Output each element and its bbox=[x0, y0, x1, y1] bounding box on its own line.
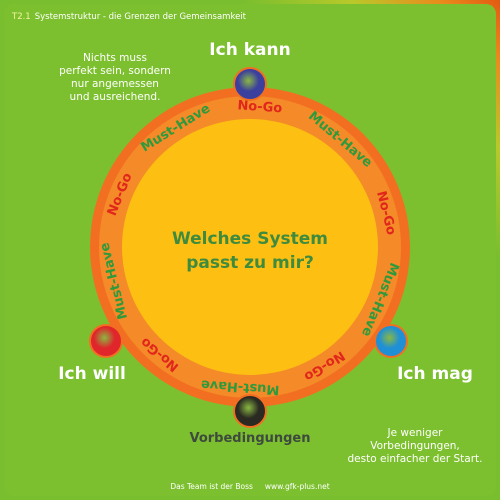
note-line: desto einfacher der Start. bbox=[347, 453, 483, 465]
node-left bbox=[89, 324, 123, 358]
note-top-left: Nichts muss perfekt sein, sondern nur an… bbox=[50, 52, 180, 104]
note-line: Je weniger bbox=[387, 427, 443, 439]
note-line: Nichts muss bbox=[83, 52, 147, 64]
node-bottom bbox=[233, 394, 267, 428]
label-ich-kann: Ich kann bbox=[209, 40, 291, 60]
note-line: nur angemessen bbox=[71, 78, 159, 90]
footer-right: www.gfk-plus.net bbox=[264, 482, 330, 491]
footer-left: Das Team ist der Boss bbox=[170, 482, 253, 491]
inner-disc bbox=[122, 119, 378, 375]
note-line: perfekt sein, sondern bbox=[59, 65, 171, 77]
ring-label-no-go: No-Go bbox=[237, 98, 283, 116]
header-title: Systemstruktur - die Grenzen der Gemeins… bbox=[34, 12, 247, 22]
label-ich-will: Ich will bbox=[58, 364, 126, 384]
page-footer: Das Team ist der Boss www.gfk-plus.net bbox=[0, 482, 500, 491]
label-vorbedingungen: Vorbedingungen bbox=[189, 431, 311, 446]
node-top bbox=[233, 67, 267, 101]
note-bottom-right: Je weniger Vorbedingungen, desto einfach… bbox=[335, 427, 495, 466]
ring-label-must-have: Must-Have bbox=[200, 376, 280, 396]
node-right bbox=[374, 324, 408, 358]
note-line: Vorbedingungen, bbox=[370, 440, 460, 452]
note-line: und ausreichend. bbox=[69, 91, 161, 103]
center-question: Welches System passt zu mir? bbox=[150, 227, 350, 275]
center-line-1: Welches System bbox=[171, 229, 329, 249]
label-ich-mag: Ich mag bbox=[397, 364, 473, 384]
header-number: T2.1 bbox=[12, 12, 31, 22]
center-line-2: passt zu mir? bbox=[186, 253, 314, 273]
